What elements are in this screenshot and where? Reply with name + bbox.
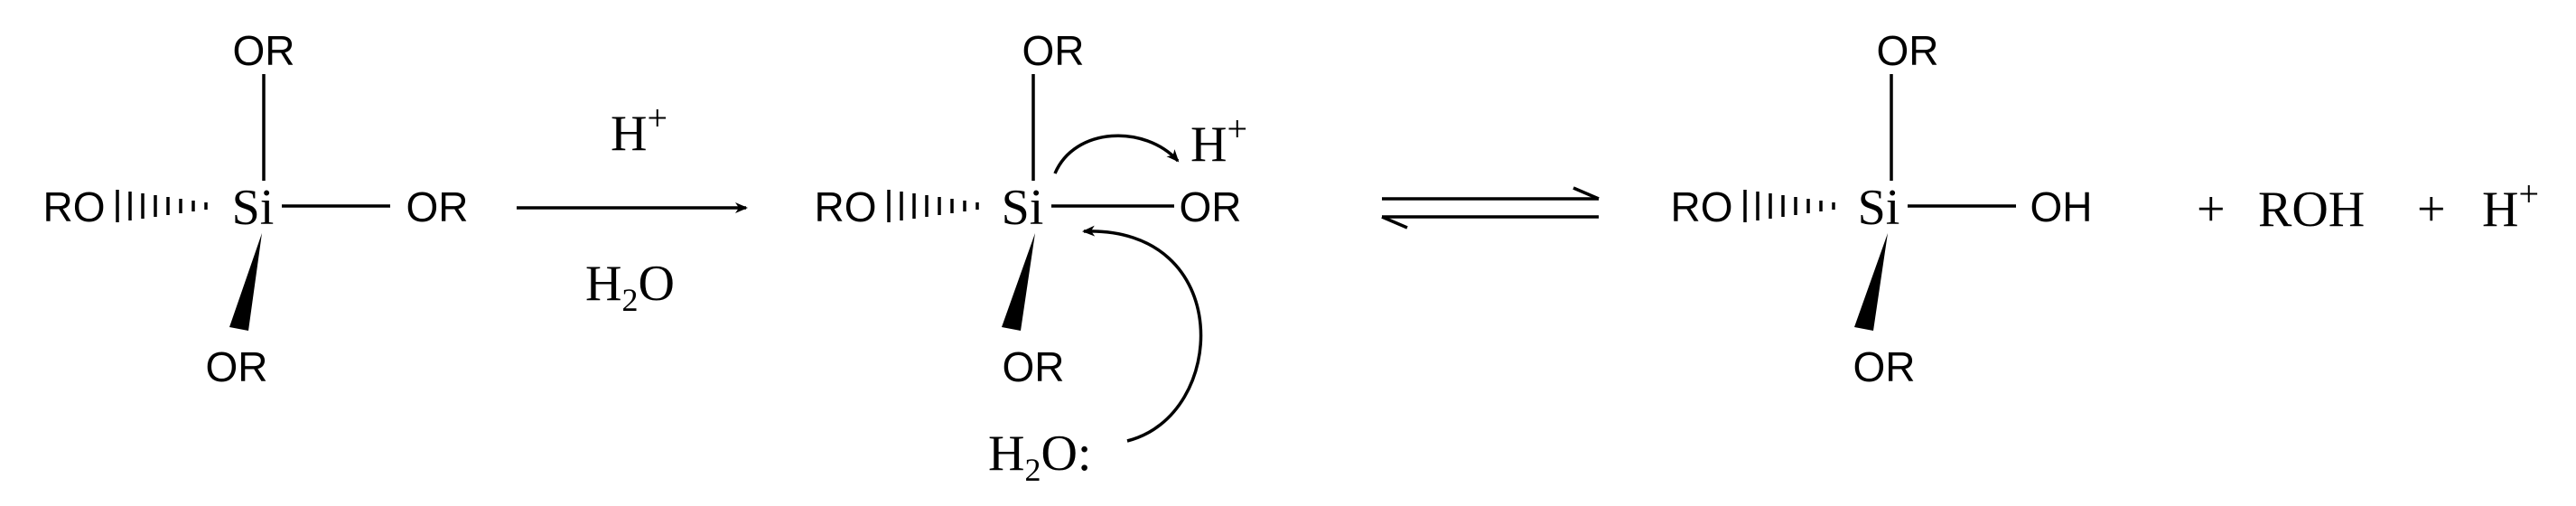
reactant-bottom-or: OR	[206, 343, 268, 390]
intermediate-top-or: OR	[1022, 27, 1085, 74]
equilibrium-reverse-half-head	[1381, 215, 1408, 230]
equilibrium-forward-half-head	[1573, 186, 1600, 201]
product-left-ro: RO	[1671, 183, 1733, 230]
reaction-arrow-1: H+ H2O	[517, 98, 748, 318]
product-hashed-bond	[1743, 190, 1835, 222]
reactant-right-or: OR	[406, 183, 469, 230]
intermediate-bottom-or: OR	[1003, 343, 1065, 390]
intermediate-proton-label: H+	[1190, 108, 1247, 173]
roh-byproduct: ROH	[2258, 182, 2365, 238]
reactant-hashed-bond	[116, 190, 208, 222]
reactant-molecule: OR RO Si OR OR	[43, 27, 469, 390]
arrow1-above-label: H+	[611, 98, 667, 162]
intermediate-wedge-bond	[1002, 233, 1035, 331]
product-molecule: OR RO Si OH OR	[1671, 27, 2093, 390]
product-wedge-bond	[1854, 233, 1888, 331]
product-si: Si	[1858, 180, 1900, 236]
reactant-si: Si	[232, 180, 275, 236]
reactant-left-ro: RO	[43, 183, 106, 230]
curved-arrow-water-attack	[1082, 225, 1203, 443]
product-top-or: OR	[1877, 27, 1939, 74]
plus-sign-2: +	[2417, 182, 2446, 238]
proton-byproduct: H+	[2482, 173, 2539, 238]
arrow1-below-label: H2O	[585, 256, 675, 318]
intermediate-right-or: OR	[1180, 183, 1242, 230]
intermediate-left-ro: RO	[815, 183, 877, 230]
intermediate-molecule: OR RO Si OR OR H+ H2O:	[815, 27, 1248, 488]
intermediate-water-label: H2O:	[988, 426, 1091, 488]
reactant-top-or: OR	[233, 27, 295, 74]
product-bottom-or: OR	[1853, 343, 1916, 390]
plus-sign-1: +	[2197, 182, 2226, 238]
reactant-wedge-bond	[229, 233, 262, 331]
product-right-oh: OH	[2030, 183, 2093, 230]
curved-arrow-to-proton	[1053, 134, 1180, 174]
intermediate-hashed-bond	[887, 190, 979, 222]
intermediate-si: Si	[1002, 180, 1044, 236]
byproducts: + ROH + H+	[2197, 173, 2539, 238]
equilibrium-arrows	[1381, 186, 1600, 230]
